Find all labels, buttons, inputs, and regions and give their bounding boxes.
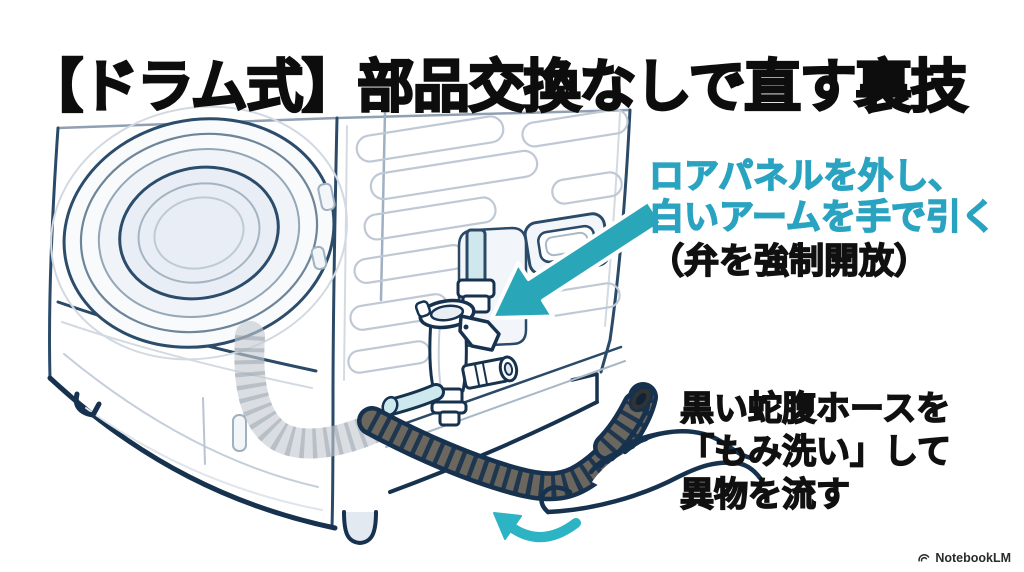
lower-panel [73,391,378,545]
valve-instruction: ロアパネルを外し、 白いアームを手で引く （弁を強制開放） [648,156,996,282]
side-panel-vents [347,108,629,374]
thumb [539,485,573,515]
hose-instruction-line3: 異物を流す [679,475,851,515]
door-hinge [310,245,328,271]
watermark-text: NotebookLM [935,551,1011,565]
hose-instruction-line2: 「もみ洗い」して [679,432,952,472]
valve-right-port [461,355,519,390]
pointer-arrow-icon [490,199,664,320]
valve-instruction-line1: ロアパネルを外し、 [648,156,964,197]
valve-instruction-note: （弁を強制開放） [648,241,930,282]
watermark: NotebookLM [917,551,1011,565]
hand [539,385,763,515]
door-hinge [317,182,336,212]
drum-door [50,105,348,361]
internal-hose [234,321,389,459]
massage-arrow-icon [493,512,581,543]
fingers [588,431,662,475]
machine-body [47,108,632,531]
valve-assembly [381,226,528,427]
white-arm [458,314,501,352]
machine-foot [342,510,378,545]
valve-instruction-line2: 白いアームを手で引く [648,197,996,238]
hose-instruction-line1: 黒い蛇腹ホースを [679,389,951,429]
inlet-pipe [465,228,487,288]
machine-foot [73,391,102,418]
hose-instruction: 黒い蛇腹ホースを 「もみ洗い」して 異物を流す [679,388,952,517]
drain-hose-tip [593,385,654,461]
page-title: 【ドラム式】部品交換なしで直す裏技 [25,55,969,120]
notebooklm-logo-icon [918,554,930,562]
